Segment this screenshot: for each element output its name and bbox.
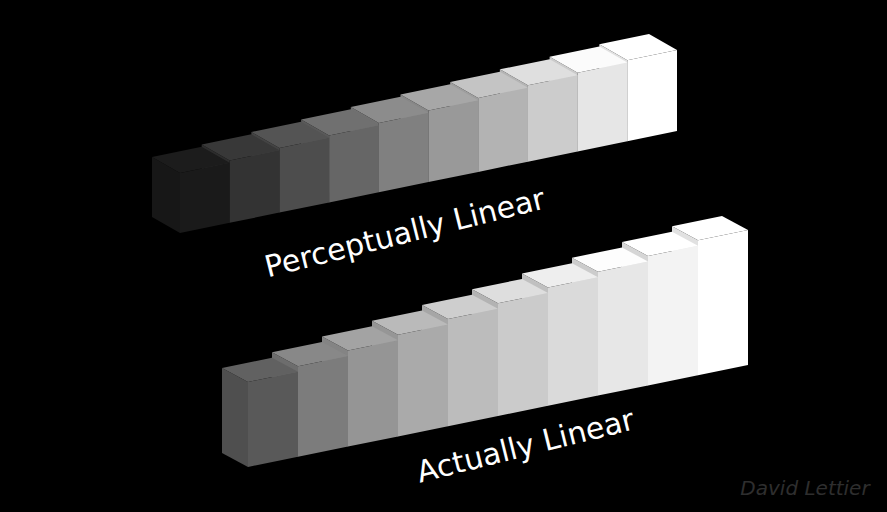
step-front: [498, 293, 548, 416]
step-front: [248, 372, 298, 467]
step-front: [698, 230, 748, 375]
step-front: [230, 150, 280, 223]
step-front: [598, 262, 648, 396]
step-front: [448, 309, 498, 426]
perceptual-staircase: [152, 34, 677, 233]
step-top: [222, 358, 298, 382]
step-top: [572, 248, 648, 272]
step-front: [578, 63, 628, 152]
step-front: [279, 138, 329, 213]
step-front: [298, 356, 348, 457]
step-front: [627, 50, 677, 141]
step-front: [180, 163, 230, 233]
step-top: [272, 342, 348, 366]
step-top: [672, 216, 748, 240]
step-front: [329, 125, 379, 202]
step-top: [622, 232, 698, 256]
watermark: David Lettier: [740, 476, 869, 500]
step-block: [222, 358, 298, 467]
step-front: [548, 277, 598, 406]
step-top: [472, 279, 548, 303]
step-front: [528, 75, 578, 162]
step-front: [348, 340, 398, 446]
step-front: [398, 325, 448, 437]
step-top: [372, 311, 448, 335]
step-side: [222, 368, 248, 467]
step-front: [648, 246, 698, 386]
step-top: [152, 147, 230, 173]
step-front: [429, 100, 479, 182]
step-top: [422, 295, 498, 319]
step-top: [322, 326, 398, 350]
step-front: [478, 88, 528, 172]
step-front: [379, 113, 429, 193]
step-block: [152, 147, 230, 233]
step-top: [522, 263, 598, 287]
